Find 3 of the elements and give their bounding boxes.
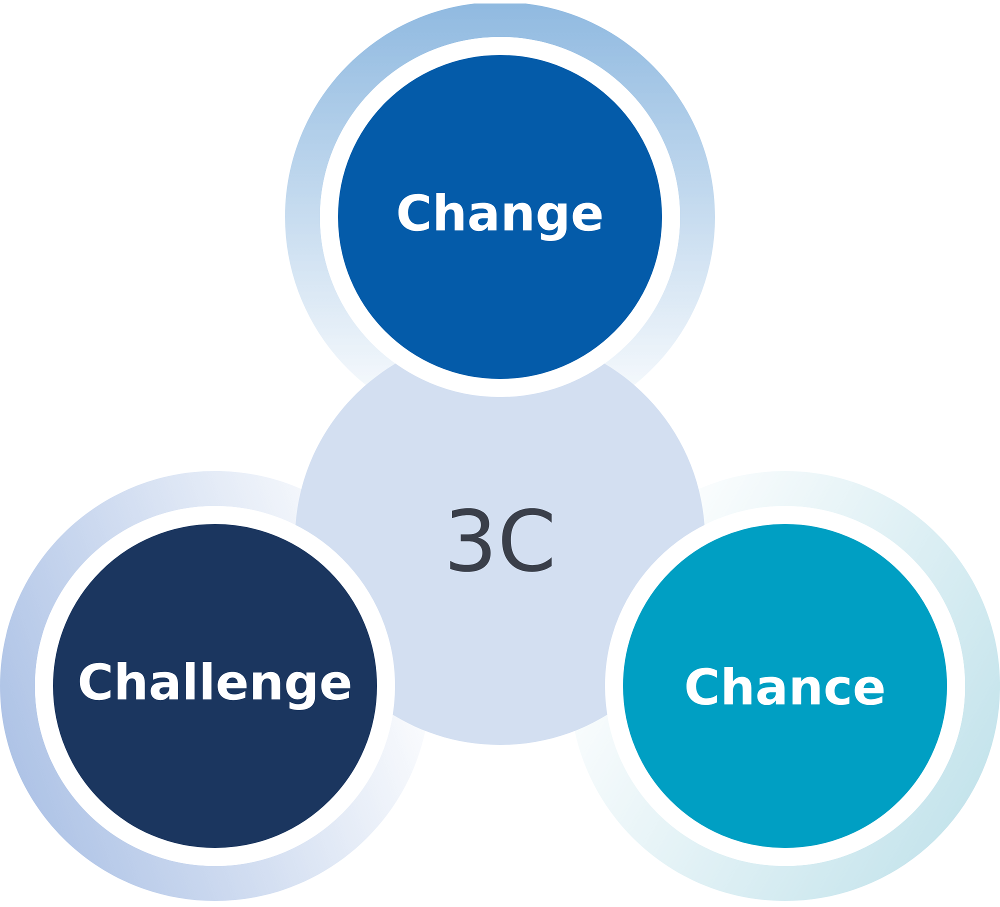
circle-node: Change	[320, 36, 680, 397]
circle-node: Chance	[605, 506, 966, 866]
circle-node: Challenge	[35, 506, 395, 866]
